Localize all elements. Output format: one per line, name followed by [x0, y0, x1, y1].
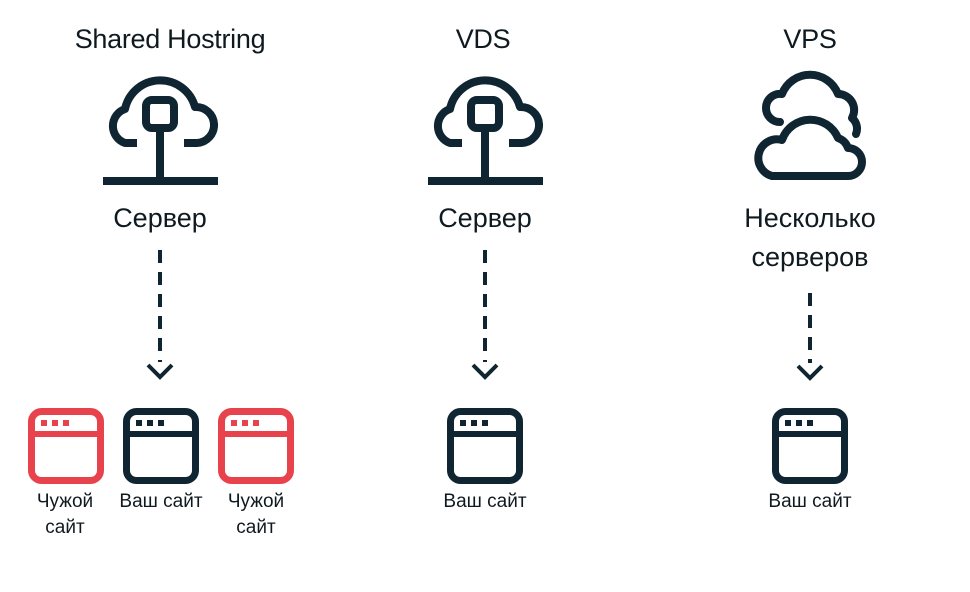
server-label-line-2: серверов [751, 242, 869, 272]
site-label: Чужой сайт [227, 491, 285, 538]
browser-window-icon-own [772, 408, 848, 484]
browser-window-icon-alien [218, 408, 294, 484]
cloud-server-icon [103, 76, 219, 185]
site-label: Ваш сайт [119, 491, 203, 512]
server-label-line-1: Несколько [744, 203, 876, 233]
site-label: Чужой сайт [36, 491, 94, 538]
dashed-arrow-icon [471, 250, 499, 380]
browser-window-icon-alien [28, 408, 104, 484]
dashed-arrow-icon [146, 250, 174, 380]
dashed-arrow-icon [796, 293, 824, 381]
browser-window-icon-own [447, 408, 523, 484]
column-title-vds: VDS [455, 24, 511, 54]
multi-cloud-icon [754, 70, 866, 180]
cloud-server-icon [428, 76, 544, 185]
server-label: Сервер [438, 203, 532, 233]
server-label: Сервер [113, 203, 207, 233]
site-label: Ваш сайт [443, 491, 527, 512]
site-label: Ваш сайт [768, 491, 852, 512]
browser-window-icon-own [123, 408, 199, 484]
column-title-shared-hosting: Shared Hostring [74, 24, 266, 54]
column-title-vps: VPS [783, 24, 837, 54]
